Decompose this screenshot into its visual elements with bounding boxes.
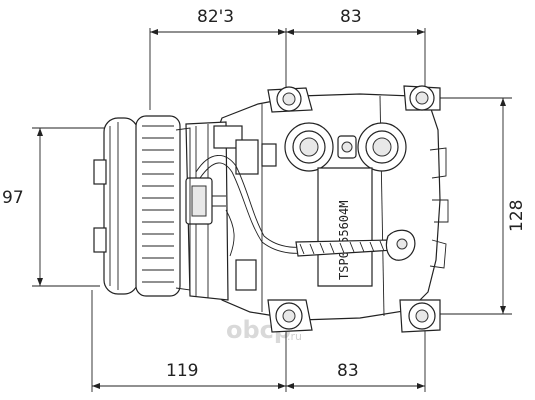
dimension-left: 97 xyxy=(2,127,110,287)
dimension-bottom-right: 83 xyxy=(286,312,426,392)
service-valve xyxy=(337,135,357,159)
dimension-label-bottom-right: 83 xyxy=(337,361,359,381)
part-marking: TSP0155604M xyxy=(337,201,351,280)
nameplate: TSP0155604M xyxy=(317,167,373,287)
electrical-connector xyxy=(185,177,235,257)
port-discharge xyxy=(357,122,407,172)
mounting-ear-top-left xyxy=(267,86,313,113)
dimension-label-left: 97 xyxy=(2,188,24,208)
port-suction xyxy=(284,122,334,172)
dimension-label-top-right: 83 xyxy=(340,7,362,27)
dimension-label-right: 128 xyxy=(507,200,527,232)
clutch-cable xyxy=(195,155,416,261)
clutch-pulley xyxy=(93,115,191,297)
mounting-ear-top-right xyxy=(403,85,441,111)
dimension-label-bottom-left: 119 xyxy=(166,361,198,381)
dimension-label-top-left: 82'3 xyxy=(197,7,234,27)
dimension-right: 128 xyxy=(430,97,527,315)
watermark-domain: .ru xyxy=(287,330,302,343)
dimension-top-right: 83 xyxy=(285,7,426,92)
mounting-ear-bottom-right xyxy=(399,299,441,333)
mounting-ear-bottom-left xyxy=(267,299,313,333)
dimension-bottom-left: 119 xyxy=(91,290,287,392)
dimension-top-left: 82'3 xyxy=(149,7,286,110)
